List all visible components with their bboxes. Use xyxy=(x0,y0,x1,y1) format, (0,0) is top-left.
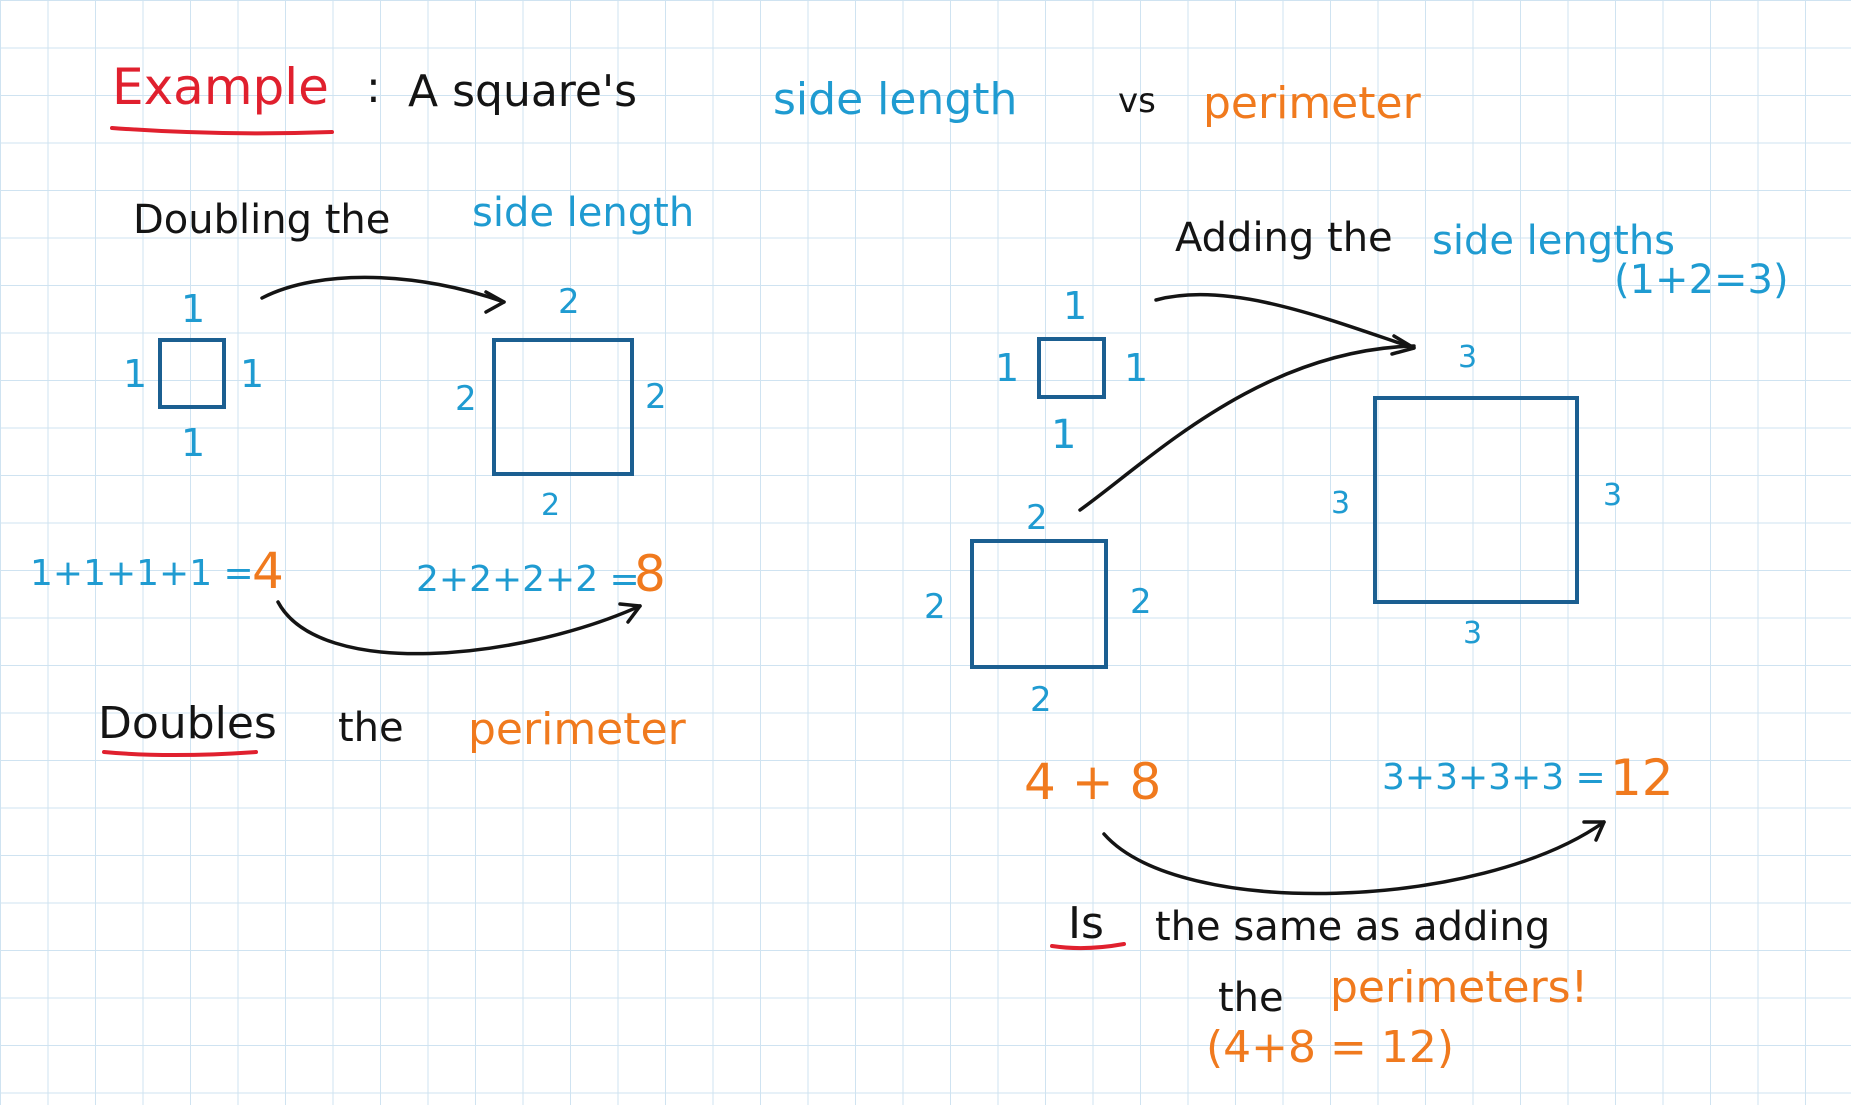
title-perimeter: perimeter xyxy=(1203,78,1421,129)
right-sum-three-result: 12 xyxy=(1610,749,1674,807)
title-colon: : xyxy=(366,62,381,113)
right-heading-note: (1+2=3) xyxy=(1614,257,1789,303)
left-sum-small-result: 4 xyxy=(252,542,284,600)
right-square-three-top-label: 3 xyxy=(1458,340,1478,375)
arrow-four-to-eight-head xyxy=(618,602,642,624)
right-perimeter-sum: 4 + 8 xyxy=(1024,753,1162,811)
left-heading-prefix: Doubling the xyxy=(133,197,391,243)
right-square-one xyxy=(1037,337,1106,399)
right-square-three xyxy=(1373,396,1579,604)
arrow-small-to-big-head xyxy=(484,290,506,314)
right-square-three-right-label: 3 xyxy=(1603,478,1623,513)
left-big-square-left-label: 2 xyxy=(455,379,477,419)
right-conclusion-the: the xyxy=(1218,975,1284,1021)
right-square-two xyxy=(970,539,1108,669)
right-conclusion-perimeters: perimeters! xyxy=(1330,962,1589,1013)
underline-doubles xyxy=(102,750,258,757)
left-small-square-bottom-label: 1 xyxy=(181,421,206,465)
arrow-sum-to-twelve xyxy=(1102,820,1606,896)
left-small-square-right-label: 1 xyxy=(240,352,265,396)
left-conclusion-the: the xyxy=(338,705,404,751)
right-conclusion-is: Is xyxy=(1068,898,1104,949)
right-heading-side-lengths: side lengths xyxy=(1432,218,1676,264)
arrow-two-to-three xyxy=(1078,344,1416,512)
title-vs: vs xyxy=(1118,81,1156,121)
left-sum-small-expression: 1+1+1+1 = xyxy=(30,553,254,594)
right-square-two-right-label: 2 xyxy=(1130,582,1152,622)
left-big-square-right-label: 2 xyxy=(645,377,667,417)
left-big-square-bottom-label: 2 xyxy=(541,488,561,523)
right-square-two-left-label: 2 xyxy=(924,587,946,627)
left-conclusion-doubles: Doubles xyxy=(98,698,277,749)
right-square-one-top-label: 1 xyxy=(1063,284,1088,328)
title-a-squares: A square's xyxy=(408,66,638,117)
arrow-four-to-eight xyxy=(276,600,642,656)
left-small-square-top-label: 1 xyxy=(181,287,206,331)
right-sum-three-expression: 3+3+3+3 = xyxy=(1382,757,1606,798)
title-example: Example xyxy=(112,58,329,116)
arrow-sum-to-twelve-head xyxy=(1582,820,1606,842)
right-conclusion-equation: (4+8 = 12) xyxy=(1206,1022,1455,1073)
right-square-two-bottom-label: 2 xyxy=(1030,680,1052,720)
right-heading-prefix: Adding the xyxy=(1175,215,1393,261)
left-sum-big-expression: 2+2+2+2 = xyxy=(416,559,640,600)
right-square-one-right-label: 1 xyxy=(1124,346,1149,390)
left-conclusion-perimeter: perimeter xyxy=(468,704,686,755)
right-square-two-top-label: 2 xyxy=(1026,498,1048,538)
right-square-one-bottom-label: 1 xyxy=(1051,412,1077,458)
left-heading-side-length: side length xyxy=(472,190,695,236)
right-square-three-bottom-label: 3 xyxy=(1463,616,1483,651)
left-big-square xyxy=(492,338,634,476)
arrow-small-to-big xyxy=(260,275,506,304)
right-square-one-left-label: 1 xyxy=(995,346,1020,390)
right-conclusion-rest: the same as adding xyxy=(1155,904,1551,950)
left-big-square-top-label: 2 xyxy=(558,282,580,322)
left-small-square-left-label: 1 xyxy=(123,352,148,396)
left-small-square xyxy=(158,338,226,409)
title-side-length: side length xyxy=(773,74,1018,125)
right-square-three-left-label: 3 xyxy=(1331,486,1351,521)
left-sum-big-result: 8 xyxy=(634,545,666,603)
underline-is xyxy=(1050,942,1126,951)
arrow-one-to-three xyxy=(1154,292,1416,350)
underline-example xyxy=(110,126,334,136)
arrow-one-to-three-head xyxy=(1390,334,1416,356)
